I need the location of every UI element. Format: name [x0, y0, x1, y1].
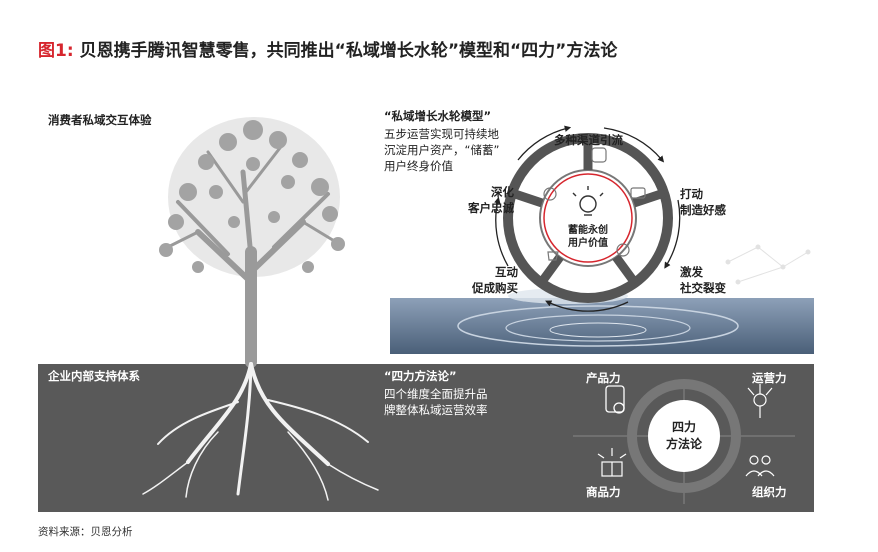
wheel-description-line: 五步运营实现可持续地 — [384, 127, 499, 141]
force-merchandise: 商品力 — [586, 485, 621, 499]
lightbulb-icon — [572, 186, 604, 216]
four-forces-description-line: 四个维度全面提升品 — [384, 387, 488, 401]
wheel-title: “私域增长水轮模型” — [384, 109, 492, 123]
four-forces-center-text: 四力 方法论 — [656, 419, 712, 453]
wheel-step-5: 深化 客户忠诚 — [456, 184, 514, 216]
four-forces-center-line: 方法论 — [665, 437, 702, 451]
wheel-step-line: 多种渠道引流 — [554, 133, 623, 147]
tree-icon — [159, 117, 345, 368]
gift-box-icon — [597, 448, 627, 477]
wheel-step-line: 社交裂变 — [680, 281, 726, 295]
wheel-step-line: 深化 — [491, 185, 514, 199]
wheel-step-1: 多种渠道引流 — [554, 132, 623, 148]
diagram-canvas — [38, 117, 814, 512]
team-icon — [745, 455, 775, 477]
wheel-step-3: 激发 社交裂变 — [680, 264, 726, 296]
figure-number: 图1: — [38, 41, 74, 61]
wheel-step-2: 打动 制造好感 — [680, 186, 726, 218]
wheel-center-text: 蓄能永创 用户价值 — [568, 224, 608, 250]
wheel-description: 五步运营实现可持续地 沉淀用户资产，“储蓄” 用户终身价值 — [384, 126, 499, 174]
wheel-step-line: 制造好感 — [680, 203, 726, 217]
force-organization: 组织力 — [752, 485, 787, 499]
figure-title-text: 贝恩携手腾讯智慧零售，共同推出“私域增长水轮”模型和“四力”方法论 — [79, 41, 618, 61]
wheel-segment-icons — [543, 147, 646, 261]
wheel-description-line: 用户终身价值 — [384, 159, 453, 173]
wheel-description-line: 沉淀用户资产，“储蓄” — [384, 143, 500, 157]
wheel-center-line: 蓄能永创 — [568, 225, 608, 236]
water-scene — [390, 288, 814, 354]
network-decoration-icon — [725, 244, 811, 285]
wheel-center-line: 用户价值 — [568, 238, 608, 249]
network-gear-icon — [747, 384, 773, 418]
tree-label: 消费者私域交互体验 — [48, 113, 152, 127]
wheel-step-line: 促成购买 — [472, 281, 518, 295]
wheel-step-4: 互动 促成购买 — [462, 264, 518, 296]
four-forces-description-line: 牌整体私域运营效率 — [384, 403, 488, 417]
diagram-panel: 消费者私域交互体验 企业内部支持体系 “私域增长水轮模型” 五步运营实现可持续地… — [38, 82, 814, 512]
phone-app-icon — [605, 385, 625, 414]
force-product: 产品力 — [586, 371, 621, 385]
source-note: 资料来源：贝恩分析 — [38, 526, 133, 538]
wheel-step-line: 客户忠诚 — [468, 201, 514, 215]
four-forces-title: “四力方法论” — [384, 369, 457, 383]
water-wheel — [494, 125, 681, 312]
four-forces-center-line: 四力 — [671, 420, 696, 434]
wheel-step-line: 互动 — [495, 265, 518, 279]
wheel-step-line: 打动 — [680, 187, 703, 201]
four-forces-description: 四个维度全面提升品 牌整体私域运营效率 — [384, 386, 488, 418]
roots-icon — [142, 362, 379, 501]
four-forces-diagram — [573, 379, 795, 504]
force-operation: 运营力 — [752, 371, 787, 385]
wheel-step-line: 激发 — [680, 265, 703, 279]
roots-label: 企业内部支持体系 — [48, 369, 140, 383]
figure-title: 图1:贝恩携手腾讯智慧零售，共同推出“私域增长水轮”模型和“四力”方法论 — [38, 36, 617, 61]
